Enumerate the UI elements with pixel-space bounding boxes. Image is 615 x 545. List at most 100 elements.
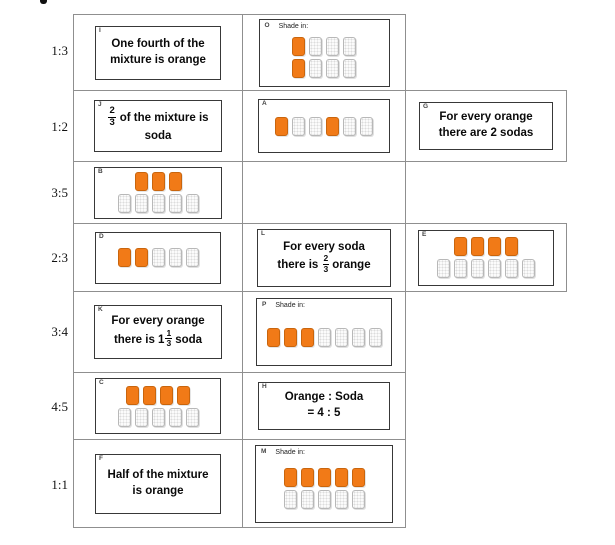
empty-tile <box>283 490 297 509</box>
orange-tile <box>283 468 297 487</box>
card-e: E <box>418 229 554 286</box>
table-cell: P Shade in: <box>242 291 406 373</box>
ratio-label-3-4: 3:4 <box>51 324 68 339</box>
orange-tile <box>454 237 467 256</box>
empty-tile <box>351 327 365 347</box>
shade-in-label: Shade in: <box>278 22 309 30</box>
card-letter: L <box>261 229 265 237</box>
card-g: G For every orange there are 2 sodas <box>419 102 553 150</box>
card-letter: H <box>262 383 267 390</box>
card-b: B <box>94 166 222 219</box>
table-cell: A <box>242 90 406 162</box>
cropped-glyph-artifact <box>40 0 47 4</box>
orange-tile <box>283 327 297 347</box>
empty-tile <box>134 194 148 213</box>
orange-tile <box>143 385 156 405</box>
empty-tile <box>185 194 199 213</box>
card-letter: A <box>262 100 267 107</box>
text-line: For every soda <box>283 240 365 253</box>
orange-tile <box>488 237 501 256</box>
text-line: = 4 : 5 <box>307 407 341 419</box>
empty-tile <box>168 248 182 267</box>
orange-tile <box>160 385 173 405</box>
empty-tile <box>326 37 339 56</box>
tiles-area <box>437 231 535 285</box>
tile-row <box>117 194 199 213</box>
empty-tile <box>151 407 165 427</box>
orange-tile <box>126 385 139 405</box>
orange-tile <box>292 59 305 78</box>
empty-tile <box>168 407 182 427</box>
orange-tile <box>117 248 131 267</box>
card-letter: M <box>261 447 267 455</box>
orange-tile <box>317 468 331 487</box>
card-letter: O <box>264 21 270 29</box>
empty-tile <box>360 116 373 136</box>
table-cell: D <box>73 223 243 292</box>
card-letter: F <box>99 454 103 462</box>
text-line: Half of the mixture <box>107 468 209 481</box>
empty-tile <box>309 59 322 78</box>
orange-tile <box>168 172 182 191</box>
text-line: For every orange <box>111 315 205 328</box>
card-p: P Shade in: <box>256 298 392 366</box>
empty-tile <box>168 194 182 213</box>
ratio-label-4-5: 4:5 <box>51 399 68 414</box>
tile-row <box>283 490 365 509</box>
tile-row <box>126 385 190 405</box>
ratio-label-1-3: 1:3 <box>51 43 68 58</box>
table-cell: E <box>405 223 567 292</box>
text-line: is orange <box>132 484 184 497</box>
orange-tile <box>300 327 314 347</box>
card-a: A <box>258 99 390 153</box>
empty-tile <box>334 327 348 347</box>
empty-tile <box>117 194 131 213</box>
empty-tile <box>471 259 484 278</box>
tiles-area <box>117 379 199 433</box>
card-letter: E <box>422 230 427 238</box>
card-o: O Shade in: <box>258 18 390 87</box>
card-h: H Orange : Soda = 4 : 5 <box>258 382 390 430</box>
tiles-area <box>261 460 387 518</box>
orange-tile <box>505 237 518 256</box>
table-cell: G For every orange there are 2 sodas <box>405 90 567 162</box>
tile-row <box>266 327 382 347</box>
empty-tile <box>488 259 501 278</box>
empty-tile <box>351 490 365 509</box>
table-cell: B <box>73 161 243 224</box>
empty-tile <box>151 248 165 267</box>
empty-tile <box>505 259 518 278</box>
card-letter: J <box>98 101 102 108</box>
orange-tile <box>300 468 314 487</box>
ratio-label-3-5: 3:5 <box>51 185 68 200</box>
empty-tile <box>185 248 199 267</box>
card-letter: I <box>99 26 101 34</box>
card-letter: P <box>262 301 267 308</box>
orange-tile <box>151 172 165 191</box>
empty-tile <box>343 37 356 56</box>
tiles-area <box>265 34 384 82</box>
empty-tile <box>134 407 148 427</box>
table-cell: I One fourth of the mixture is orange <box>73 14 243 91</box>
empty-tile <box>522 259 535 278</box>
empty-tile <box>309 116 322 136</box>
tile-row <box>437 259 535 278</box>
card-f: F Half of the mixture is orange <box>95 453 221 514</box>
orange-tile <box>275 116 288 136</box>
empty-tile <box>343 59 356 78</box>
orange-tile <box>334 468 348 487</box>
empty-tile <box>334 490 348 509</box>
empty-tile <box>343 116 356 136</box>
card-letter: C <box>99 379 104 386</box>
card-i: I One fourth of the mixture is orange <box>95 25 221 80</box>
orange-tile <box>471 237 484 256</box>
tile-row <box>454 237 518 256</box>
table-cell-empty <box>242 161 406 224</box>
card-text: Half of the mixture is orange <box>108 468 209 499</box>
